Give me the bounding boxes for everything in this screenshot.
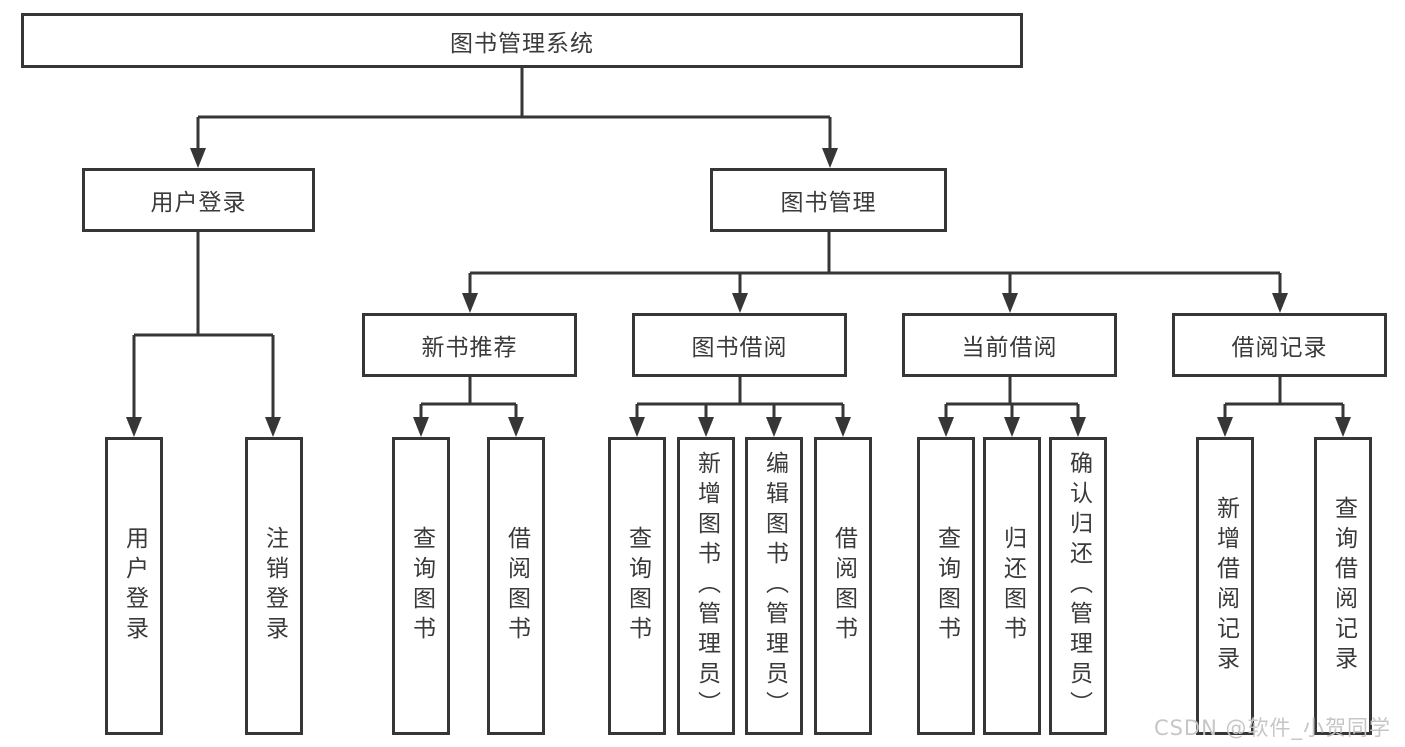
arrowhead-book-management — [822, 148, 838, 168]
node-new-book-recommend: 新书推荐 — [362, 313, 577, 377]
connector-borrowing-records-children — [1223, 377, 1345, 419]
arrowhead-user-login — [190, 148, 206, 168]
node-label: 新书推荐 — [421, 335, 518, 361]
leaf-label: 用户登录 — [121, 526, 148, 646]
node-label: 图书借阅 — [691, 335, 788, 361]
connector-user-login-children — [132, 232, 275, 419]
leaf-record-query-borrow-record: 查询借阅记录 — [1314, 437, 1372, 735]
connector-current-borrowing-children — [944, 377, 1080, 419]
arrowhead-borrowing-records — [1272, 293, 1288, 313]
leaf-newbook-borrow-books: 借阅图书 — [487, 437, 545, 735]
node-label: 图书管理系统 — [450, 30, 594, 57]
node-borrowing-records: 借阅记录 — [1172, 313, 1387, 377]
node-book-management: 图书管理 — [710, 168, 947, 232]
leaf-current-return-books: 归还图书 — [983, 437, 1041, 735]
node-label: 图书管理 — [780, 190, 877, 216]
leaf-label: 新增图书（管理员） — [693, 451, 720, 721]
leaf-newbook-query-books: 查询图书 — [392, 437, 450, 735]
leaf-label: 归还图书 — [999, 526, 1026, 646]
leaf-borrow-query-books: 查询图书 — [608, 437, 666, 735]
arrowhead-new-book-recommend — [462, 293, 478, 313]
arrowhead-borrow-edit — [766, 417, 782, 437]
leaf-label: 新增借阅记录 — [1212, 496, 1239, 676]
node-book-borrowing: 图书借阅 — [632, 313, 847, 377]
leaf-user-login: 用户登录 — [105, 437, 163, 735]
leaf-label: 查询图书 — [933, 526, 960, 646]
connector-book-management-children — [468, 232, 1282, 295]
leaf-logout: 注销登录 — [245, 437, 303, 735]
arrowhead-borrow-add — [698, 417, 714, 437]
leaf-record-add-borrow-record: 新增借阅记录 — [1196, 437, 1254, 735]
arrowhead-leaf-user-login — [126, 417, 142, 437]
arrowhead-current-confirm — [1070, 417, 1086, 437]
csdn-watermark: CSDN @软件_小贺同学 — [1153, 716, 1391, 740]
arrowhead-current-return — [1004, 417, 1020, 437]
node-label: 当前借阅 — [961, 335, 1058, 361]
node-label: 用户登录 — [150, 190, 247, 216]
leaf-label: 注销登录 — [261, 526, 288, 646]
arrowhead-borrow-borrow — [835, 417, 851, 437]
leaf-label: 查询借阅记录 — [1330, 496, 1357, 676]
leaf-label: 查询图书 — [624, 526, 651, 646]
arrowhead-current-query — [938, 417, 954, 437]
arrowhead-borrow-query — [629, 417, 645, 437]
node-library-system: 图书管理系统 — [21, 13, 1023, 68]
leaf-current-confirm-return-admin: 确认归还（管理员） — [1049, 437, 1107, 735]
arrowhead-leaf-logout — [265, 417, 281, 437]
node-label: 借阅记录 — [1231, 335, 1328, 361]
leaf-label: 查询图书 — [408, 526, 435, 646]
arrowhead-record-query — [1335, 417, 1351, 437]
node-user-login: 用户登录 — [82, 168, 315, 232]
node-current-borrowing: 当前借阅 — [902, 313, 1117, 377]
connector-new-book-recommend-children — [419, 377, 518, 419]
leaf-label: 借阅图书 — [830, 526, 857, 646]
connector-root-to-level2 — [196, 68, 832, 150]
connector-book-borrowing-children — [635, 377, 845, 419]
arrowhead-record-add — [1217, 417, 1233, 437]
leaf-borrow-borrow-books: 借阅图书 — [814, 437, 872, 735]
arrowhead-current-borrowing — [1002, 293, 1018, 313]
leaf-label: 确认归还（管理员） — [1065, 451, 1092, 721]
leaf-current-query-books: 查询图书 — [917, 437, 975, 735]
leaf-label: 编辑图书（管理员） — [761, 451, 788, 721]
arrowhead-newbook-borrow — [508, 417, 524, 437]
arrowhead-book-borrowing — [732, 293, 748, 313]
leaf-borrow-edit-books-admin: 编辑图书（管理员） — [745, 437, 803, 735]
leaf-borrow-add-books-admin: 新增图书（管理员） — [677, 437, 735, 735]
arrowhead-newbook-query — [413, 417, 429, 437]
leaf-label: 借阅图书 — [503, 526, 530, 646]
